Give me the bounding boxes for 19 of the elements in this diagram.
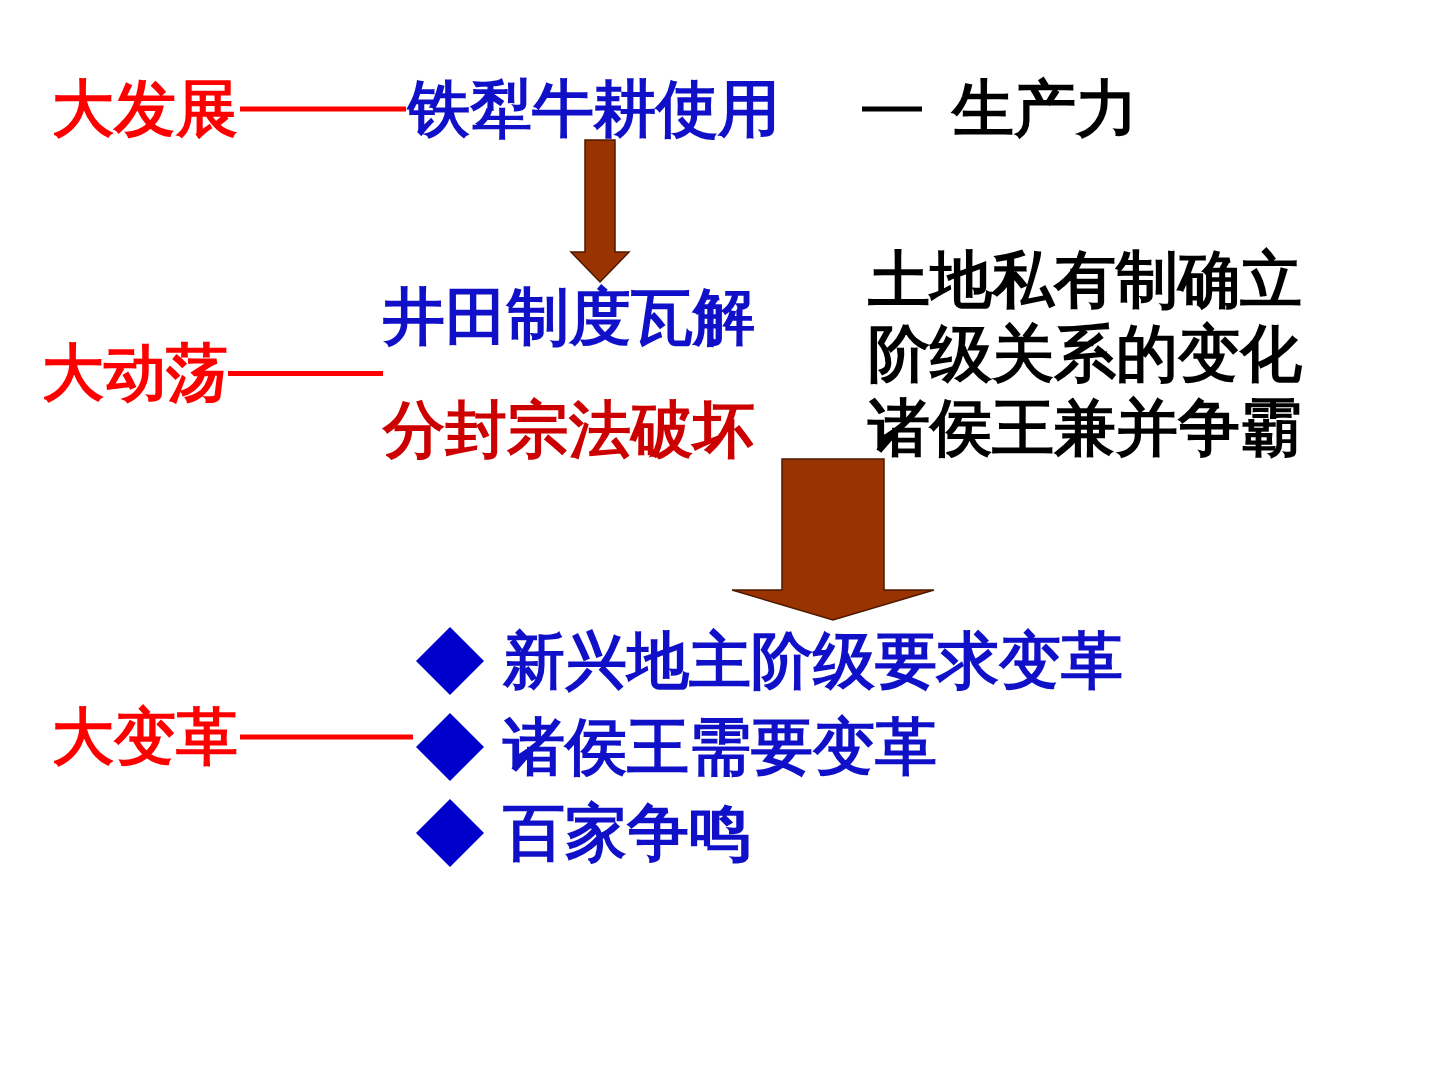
- connector-line: [862, 106, 922, 112]
- label-text: 大变革: [52, 700, 238, 774]
- connector-line: [240, 734, 413, 740]
- list-item: 诸侯王需要变革: [503, 710, 937, 784]
- block-arrow: [569, 139, 631, 284]
- label-text: 分封宗法破坏: [383, 393, 755, 467]
- label-text: 铁犁牛耕使用: [408, 72, 780, 146]
- list-item: 新兴地主阶级要求变革: [503, 624, 1123, 698]
- text-line: 土地私有制确立: [868, 243, 1302, 317]
- label-text: 生产力: [952, 72, 1138, 146]
- connector-line: [240, 106, 406, 112]
- text-line: 阶级关系的变化: [868, 317, 1302, 391]
- list-item: 百家争鸣: [503, 796, 751, 870]
- connector-line: [228, 371, 383, 376]
- text-line: 诸侯王兼并争霸: [868, 391, 1302, 465]
- label-text: 大发展: [52, 72, 238, 146]
- label-text: 大动荡: [42, 336, 228, 410]
- block-arrow: [731, 458, 935, 621]
- label-text: 井田制度瓦解: [383, 280, 755, 354]
